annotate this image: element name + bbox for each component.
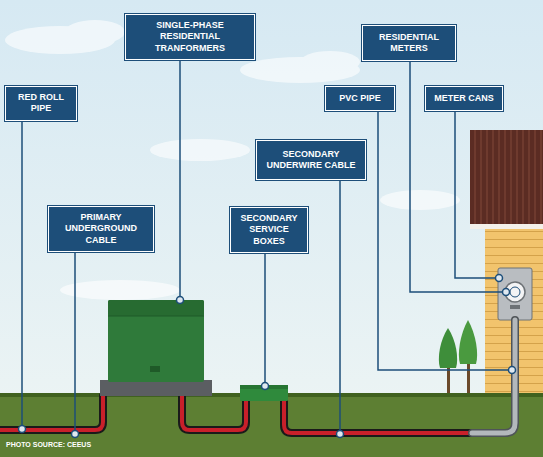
transformer bbox=[100, 300, 212, 396]
callout-label: SINGLE-PHASE RESIDENTIAL TRANFORMERS bbox=[130, 20, 250, 54]
callout-label: PRIMARY UNDERGROUND CABLE bbox=[53, 212, 149, 246]
callout-box: PVC PIPE bbox=[325, 86, 395, 111]
clouds bbox=[5, 20, 460, 300]
callout-label: RED ROLL PIPE bbox=[10, 92, 72, 115]
callout-box: RESIDENTIAL METERS bbox=[362, 25, 456, 61]
house-wall bbox=[485, 226, 543, 398]
callout-box: SECONDARY SERVICE BOXES bbox=[230, 207, 308, 253]
leader-dots bbox=[19, 275, 516, 438]
house-roof bbox=[470, 130, 543, 226]
photo-credit: PHOTO SOURCE: CEEUS bbox=[6, 441, 91, 448]
callout-box: METER CANS bbox=[425, 86, 503, 111]
callout-box: SECONDARY UNDERWIRE CABLE bbox=[256, 140, 366, 180]
callout-box: PRIMARY UNDERGROUND CABLE bbox=[48, 206, 154, 252]
trees bbox=[439, 320, 477, 396]
callout-label: SECONDARY UNDERWIRE CABLE bbox=[261, 149, 361, 172]
ground bbox=[0, 395, 543, 457]
meter-assembly bbox=[498, 268, 532, 320]
callout-label: METER CANS bbox=[434, 93, 494, 104]
cables bbox=[0, 320, 515, 433]
callout-box: SINGLE-PHASE RESIDENTIAL TRANFORMERS bbox=[125, 14, 255, 60]
callout-box: RED ROLL PIPE bbox=[5, 86, 77, 121]
callout-label: SECONDARY SERVICE BOXES bbox=[235, 213, 303, 247]
callout-label: PVC PIPE bbox=[339, 93, 381, 104]
leader-lines bbox=[22, 40, 508, 431]
callout-label: RESIDENTIAL METERS bbox=[367, 32, 451, 55]
eave bbox=[470, 224, 543, 229]
